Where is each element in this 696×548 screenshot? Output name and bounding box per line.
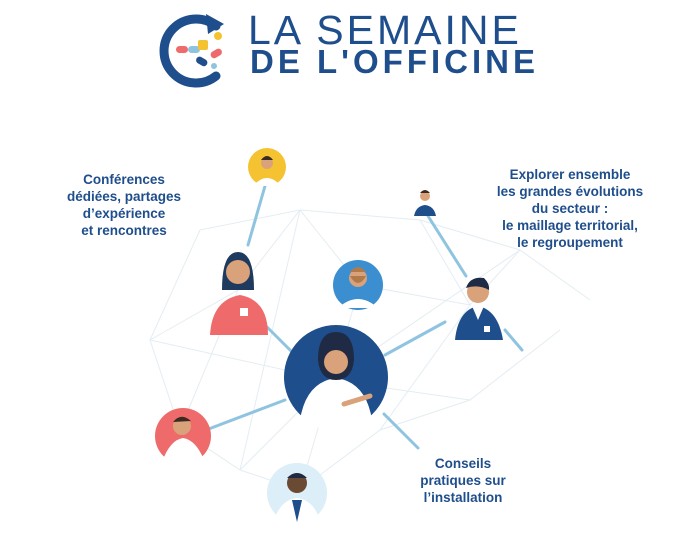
title-line-1: LA SEMAINE [248,7,522,53]
caption-line: Conférences [83,172,165,187]
caption-line: dédiées, partages [66,189,182,204]
caption-line: Conseils [434,456,492,471]
caption-line: le maillage territorial, [502,218,638,233]
avatar-woman-coral [210,252,268,335]
caption-line: du secteur : [531,201,609,216]
logo-mark-icon [159,14,224,88]
connector-lines [204,184,524,450]
caption-line: d’expérience [82,206,166,221]
avatar-pharmacist-yellow [248,148,286,186]
caption-line: le regroupement [517,235,623,250]
caption-line: Explorer ensemble [509,167,631,182]
avatar-bearded-pharmacist [333,260,383,310]
caption-line: l’installation [423,490,503,505]
caption-line: les grandes évolutions [496,184,644,199]
avatar-man-navy [455,277,503,340]
avatar-small-navy [414,190,436,216]
avatar-central-pharmacist [284,325,388,430]
caption-conseils: Conseils pratiques sur l’installation [398,455,528,506]
avatar-pale-blue-pharmacist [267,463,327,524]
caption-conferences: Conférences dédiées, partages d’expérien… [34,171,214,239]
caption-line: pratiques sur [420,473,506,488]
caption-explorer: Explorer ensemble les grandes évolutions… [470,166,670,251]
caption-line: et rencontres [81,223,167,238]
title-line-2: DE L'OFFICINE [250,43,540,80]
avatar-coral-pharmacist [155,408,211,466]
